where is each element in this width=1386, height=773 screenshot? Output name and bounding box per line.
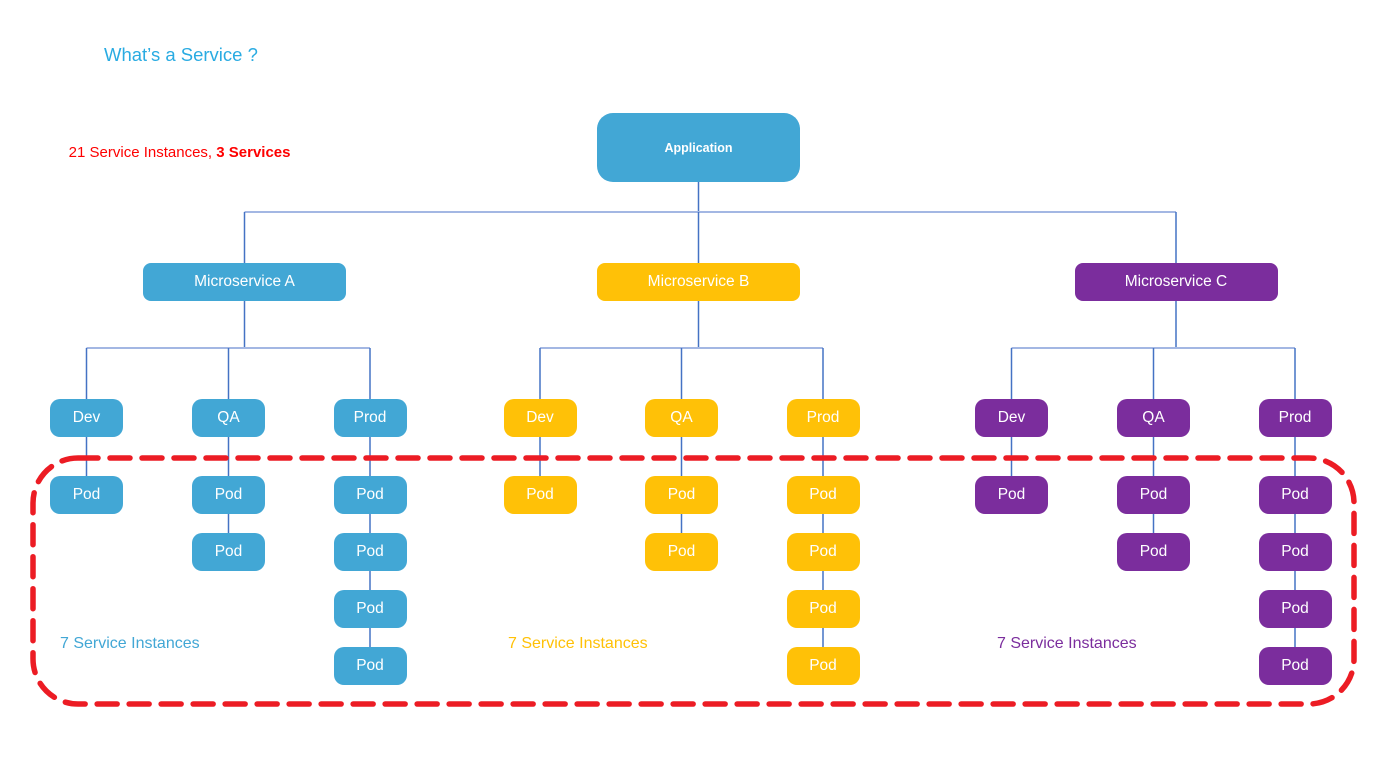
service-instances-label: 7 Service Instances (508, 635, 648, 652)
summary-prefix: 21 Service Instances, (68, 144, 217, 161)
pod-node: Pod (786, 476, 860, 514)
environment-node: Prod (786, 399, 860, 437)
environment-node: Dev (50, 399, 123, 437)
pod-node: Pod (503, 476, 577, 514)
pod-node: Pod (333, 476, 407, 514)
service-instances-label: 7 Service Instances (60, 635, 200, 652)
pod-node: Pod (1258, 647, 1332, 685)
pod-node: Pod (333, 647, 407, 685)
pod-node: Pod (645, 476, 718, 514)
pod-node: Pod (192, 476, 265, 514)
pod-node: Pod (50, 476, 123, 514)
pod-node: Pod (975, 476, 1048, 514)
environment-node: QA (192, 399, 265, 437)
service-node: Microservice A (143, 263, 346, 301)
summary-bold: 3 Services (216, 144, 291, 161)
pod-node: Pod (786, 590, 860, 628)
service-node: Microservice B (597, 263, 800, 301)
service-instances-label: 7 Service Instances (997, 635, 1137, 652)
environment-node: QA (1117, 399, 1190, 437)
pod-node: Pod (786, 647, 860, 685)
pod-node: Pod (645, 533, 718, 571)
pod-node: Pod (1258, 533, 1332, 571)
pod-node: Pod (1258, 590, 1332, 628)
environment-node: Dev (503, 399, 577, 437)
environment-node: Prod (1258, 399, 1332, 437)
pod-node: Pod (333, 590, 407, 628)
service-node: Microservice C (1074, 263, 1278, 301)
pod-node: Pod (192, 533, 265, 571)
environment-node: QA (645, 399, 718, 437)
pod-node: Pod (1258, 476, 1332, 514)
pod-node: Pod (1117, 533, 1190, 571)
environment-node: Prod (333, 399, 407, 437)
environment-node: Dev (975, 399, 1048, 437)
page-title: What’s a Service ? (104, 44, 258, 65)
application-node: Application (597, 113, 800, 182)
pod-node: Pod (786, 533, 860, 571)
summary-line: 21 Service Instances, 3 Services (52, 127, 291, 178)
pod-node: Pod (333, 533, 407, 571)
pod-node: Pod (1117, 476, 1190, 514)
